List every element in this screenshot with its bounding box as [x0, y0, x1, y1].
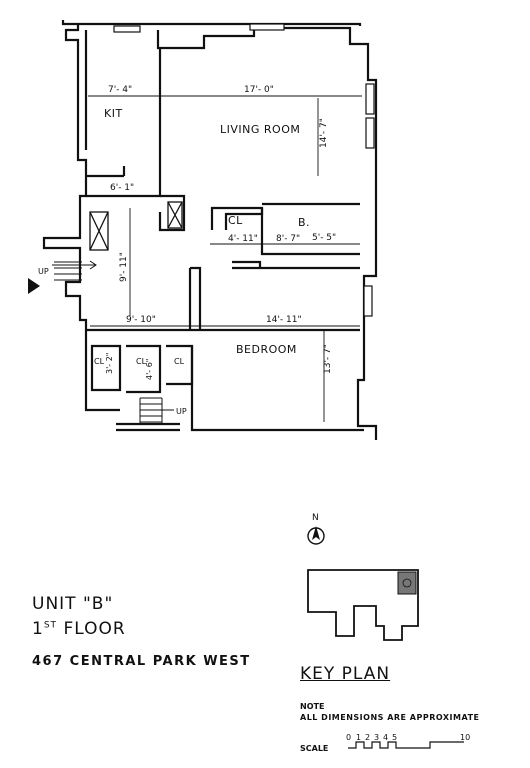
scale-label: SCALE — [300, 744, 329, 753]
window — [249, 23, 285, 31]
room-label-closet: CL — [94, 357, 105, 366]
building-address: 467 CENTRAL PARK WEST — [32, 654, 251, 669]
dimension-label: 14'- 7" — [319, 118, 329, 148]
room-label-living: LIVING ROOM — [220, 123, 300, 136]
interior-wall — [126, 344, 162, 394]
entry-marker — [28, 278, 40, 294]
unit-floor: 1ST FLOOR — [32, 619, 126, 639]
interior-wall — [158, 194, 186, 232]
room-label-bedroom: BEDROOM — [236, 343, 297, 356]
key-plan-unit-highlight — [397, 571, 417, 595]
exterior-wall — [42, 24, 120, 412]
dimension-label: 4'- 11" — [228, 234, 258, 244]
key-plan-outline — [307, 569, 419, 641]
stair-lower — [139, 397, 163, 424]
floor-number: 1 — [32, 619, 44, 639]
interior-wall — [190, 346, 364, 432]
room-label-kitchen: KIT — [104, 107, 123, 120]
shaft-right — [167, 201, 183, 229]
scale-tick: 0 — [346, 733, 351, 742]
interior-wall — [260, 208, 360, 256]
unit-title: UNIT "B" — [32, 594, 114, 614]
dimension-label: 17'- 0" — [244, 85, 274, 95]
dimension-label: 3'- 2" — [105, 353, 114, 375]
scale-tick: 5 — [392, 733, 397, 742]
stair-label-up: UP — [176, 407, 187, 416]
interior-wall — [150, 48, 162, 198]
room-label-closet: CL — [174, 357, 185, 366]
exterior-wall — [156, 26, 378, 440]
room-label-bath: B. — [298, 216, 310, 229]
stair-label-up: UP — [38, 267, 49, 276]
scale-tick: 3 — [374, 733, 379, 742]
dimension-label: 8'- 7" — [276, 234, 300, 244]
shaft-left — [89, 211, 109, 251]
exterior-wall — [78, 22, 362, 26]
dimension-label: 4'- 6" — [145, 359, 154, 381]
floor-word: FLOOR — [63, 619, 126, 639]
room-label-closet: CL — [228, 214, 243, 227]
dimension-label: 13'- 7" — [323, 344, 333, 374]
north-label: N — [312, 513, 319, 523]
note-text: ALL DIMENSIONS ARE APPROXIMATE — [300, 713, 480, 722]
interior-wall — [190, 266, 202, 330]
stair-arrow — [52, 260, 97, 270]
interior-wall — [90, 344, 122, 392]
dimension-label: 9'- 11" — [119, 252, 129, 282]
window — [365, 117, 375, 149]
note-label: NOTE — [300, 702, 325, 711]
scale-tick: 4 — [383, 733, 388, 742]
dimension-label: 7'- 4" — [108, 85, 132, 95]
dimension-label: 14'- 11" — [266, 315, 302, 325]
scale-tick: 1 — [356, 733, 361, 742]
dimension-label: 5'- 5" — [312, 233, 336, 243]
scale-tick: 10 — [460, 733, 470, 742]
dimension-label: 9'- 10" — [126, 315, 156, 325]
room-label-closet: CL — [136, 357, 147, 366]
window — [365, 83, 375, 115]
key-plan-title: KEY PLAN — [300, 664, 391, 684]
window — [113, 25, 141, 33]
interior-wall — [232, 260, 262, 268]
dimension-label: 6'- 1" — [110, 183, 134, 193]
exterior-wall — [61, 20, 78, 26]
scale-bar — [348, 741, 464, 749]
scale-tick: 2 — [365, 733, 370, 742]
stair — [54, 261, 82, 281]
window — [363, 285, 373, 317]
floor-suffix: ST — [43, 620, 58, 631]
